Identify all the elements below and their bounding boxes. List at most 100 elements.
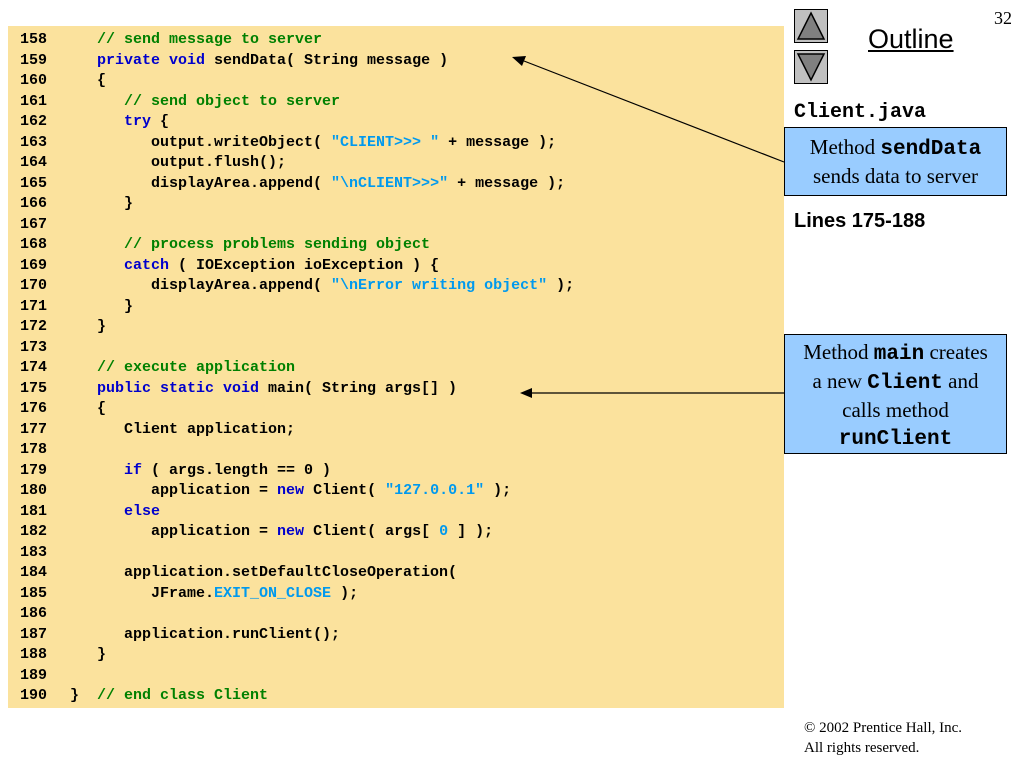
code-token: EXIT_ON_CLOSE [214,584,332,602]
triangle-up-icon [796,11,826,40]
line-number: 176 [20,400,48,417]
code-token: output.flush(); [70,154,287,171]
code-token: "\nCLIENT>>>" [331,174,449,192]
code-line: 174 // execute application [8,358,784,378]
line-number: 171 [20,297,48,315]
code-token: Client( args[ [304,523,440,540]
line-number: 181 [20,502,48,520]
line-number: 179 [20,461,48,479]
line-number: 168 [20,236,48,253]
code-line: 170 displayArea.append( "\nError writing… [8,276,784,296]
code-line: 175 public static void main( String args… [8,379,784,399]
code-line: 173 [8,338,784,358]
code-text: application.runClient(); [70,625,340,645]
line-number: 165 [20,174,48,192]
code-token: ); [547,277,575,294]
code-text: // execute application [70,358,295,378]
code-token: sendData( String message ) [205,51,449,69]
line-number: 172 [20,318,48,335]
line-number: 164 [20,154,48,171]
code-text: private void sendData( String message ) [70,51,448,71]
line-number: 170 [20,277,48,294]
line-number: 188 [20,646,48,663]
code-token: { [151,113,170,130]
code-text: output.flush(); [70,153,286,173]
next-slide-button[interactable] [794,50,828,84]
code-text: if ( args.length == 0 ) [70,461,331,481]
line-number: 184 [20,564,48,581]
code-token: Client application; [70,420,296,438]
file-name: Client.java [794,101,927,124]
code-line: 187 application.runClient(); [8,625,784,645]
code-token: + message ); [448,174,566,192]
line-number: 159 [20,51,48,69]
code-token: ); [484,482,512,499]
code-line: 168 // process problems sending object [8,235,784,255]
code-text: { [70,399,106,419]
code-line: 164 output.flush(); [8,153,784,173]
line-number: 161 [20,92,48,110]
callout-text: sends data to server [812,164,979,188]
code-token: "\nError writing object" [331,277,548,294]
code-text: application = new Client( args[ 0 ] ); [70,522,493,542]
code-token: if [70,461,143,479]
line-number: 174 [20,359,48,376]
code-line: 162 try { [8,112,784,132]
code-token: application = [70,482,278,499]
code-token: displayArea.append( [70,174,332,192]
line-number: 180 [20,482,48,499]
line-number: 173 [20,338,48,356]
code-line: 180 application = new Client( "127.0.0.1… [8,481,784,501]
code-token: "CLIENT>>> " [331,133,440,151]
code-text: // send object to server [70,92,340,112]
line-number: 189 [20,666,48,684]
code-text: { [70,71,106,91]
code-line: 161 // send object to server [8,92,784,112]
line-number: 183 [20,543,48,561]
senddata-arrowhead [512,56,526,66]
previous-slide-button[interactable] [794,9,828,43]
code-line: 159 private void sendData( String messag… [8,51,784,71]
code-token: public static void [70,379,260,397]
code-token: displayArea.append( [70,277,332,294]
code-text: } [70,297,133,317]
code-text: public static void main( String args[] ) [70,379,457,399]
code-text: // process problems sending object [70,235,430,255]
code-line: 176 { [8,399,784,419]
code-text: } [70,645,106,665]
code-line: 172 } [8,317,784,337]
callout-code: sendData [880,138,982,161]
code-text: application = new Client( "127.0.0.1" ); [70,481,511,501]
code-line: 167 [8,215,784,235]
code-line: 185 JFrame.EXIT_ON_CLOSE ); [8,584,784,604]
line-number: 160 [20,72,48,89]
code-line: 178 [8,440,784,460]
code-listing: 158 // send message to server 159 private… [8,26,784,708]
slide-number: 32 [994,8,1012,28]
code-text: catch ( IOException ioException ) { [70,256,439,276]
code-token: // send message to server [70,31,323,48]
code-line: 186 [8,604,784,624]
code-text: application.setDefaultCloseOperation( [70,563,457,583]
code-line: 190} // end class Client [8,686,784,706]
code-line: 183 [8,543,784,563]
code-text: JFrame.EXIT_ON_CLOSE ); [70,584,358,604]
line-number: 158 [20,31,48,48]
code-token: } [70,195,134,212]
callout-code: main [873,343,925,366]
code-token: application.runClient(); [70,625,341,643]
line-number: 167 [20,215,48,233]
code-token: ( IOException ioException ) { [169,256,440,274]
code-line: 184 application.setDefaultCloseOperation… [8,563,784,583]
code-token: new [277,523,305,540]
code-token: // end class Client [97,687,269,704]
code-line: 182 application = new Client( args[ 0 ] … [8,522,784,542]
line-number: 186 [20,605,48,622]
copyright-notice: © 2002 Prentice Hall, Inc. All rights re… [804,718,962,758]
code-line: 181 else [8,502,784,522]
code-text: displayArea.append( "\nError writing obj… [70,276,574,296]
code-line: 166 } [8,194,784,214]
code-line: 171 } [8,297,784,317]
code-token: main( String args[] ) [259,379,458,397]
